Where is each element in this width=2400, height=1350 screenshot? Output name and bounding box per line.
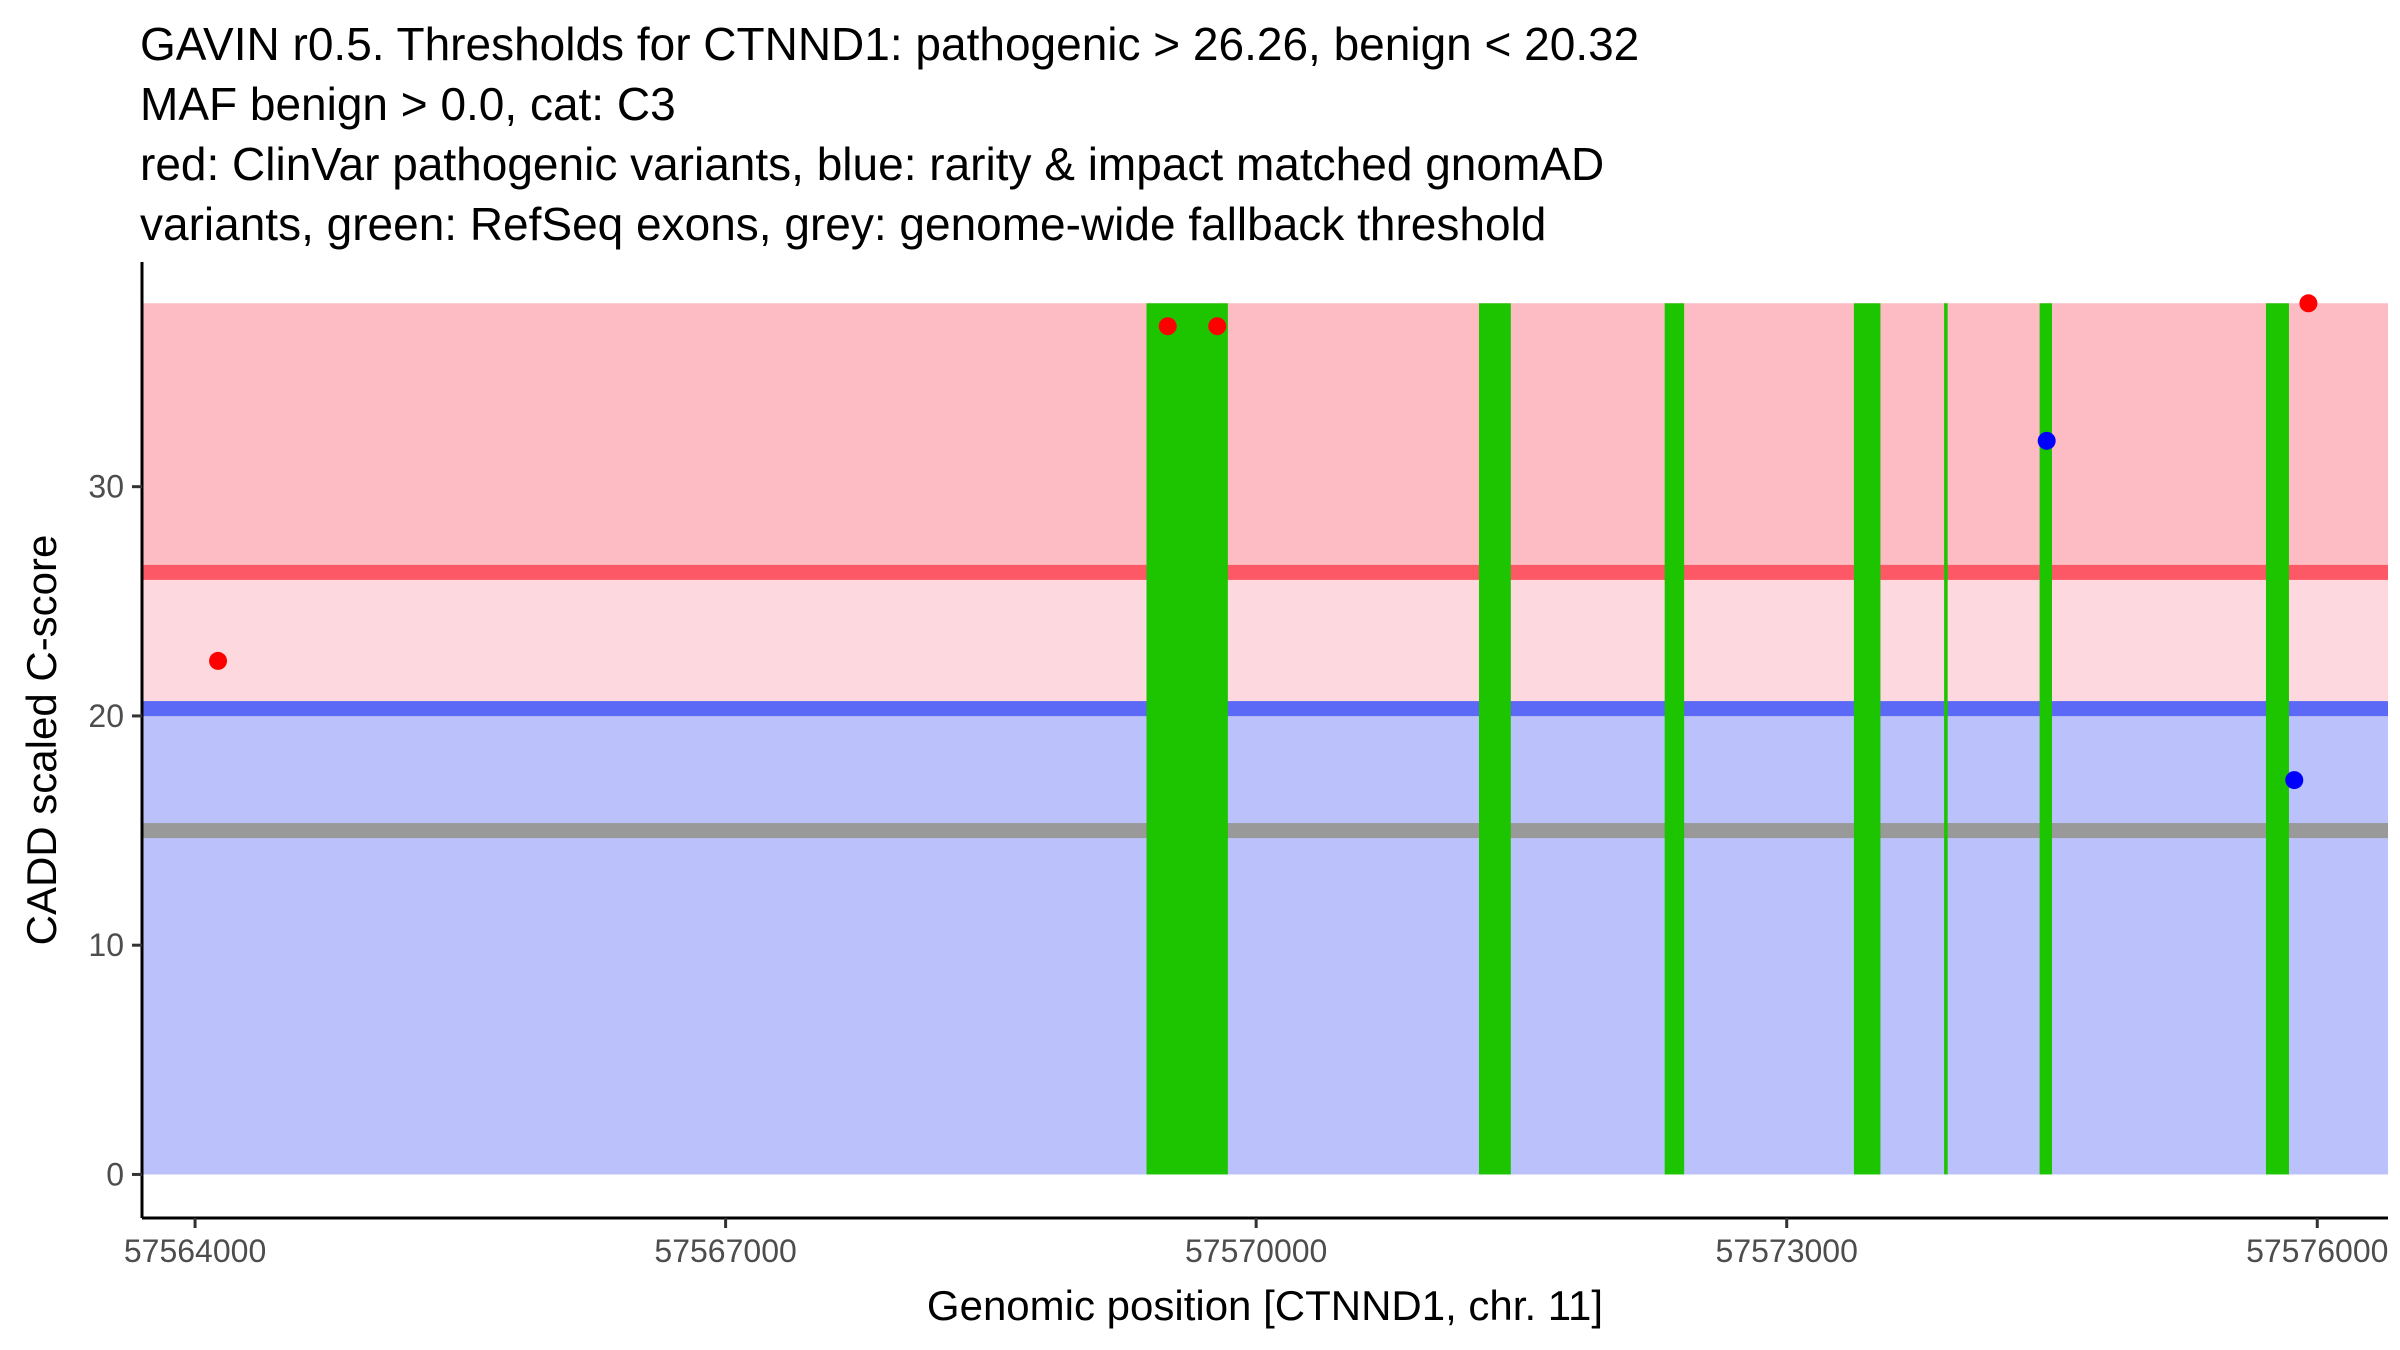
clinvar-point-2 — [1158, 317, 1177, 336]
clinvar-point-4 — [2299, 294, 2318, 313]
chart-title: GAVIN r0.5. Thresholds for CTNND1: patho… — [140, 14, 1639, 254]
y-axis-title: CADD scaled C-score — [18, 535, 65, 946]
title-line-4: variants, green: RefSeq exons, grey: gen… — [140, 198, 1547, 250]
threshold-bands — [142, 303, 2388, 1175]
y-axis-ticks: 0 10 20 30 — [88, 469, 142, 1192]
exon-bar-1 — [1146, 303, 1228, 1175]
exon-bar-3 — [1664, 303, 1685, 1175]
fallback-threshold-line — [142, 823, 2388, 839]
exon-bar-7 — [2265, 303, 2289, 1175]
benign-zone — [142, 708, 2388, 1175]
y-tick-label: 0 — [106, 1156, 124, 1192]
exon-bar-4 — [1853, 303, 1881, 1175]
axes: 57564000 57567000 57570000 57573000 57576000… — [88, 262, 2388, 1269]
x-tick-label: 57567000 — [654, 1233, 796, 1269]
pathogenic-threshold-line — [142, 564, 2388, 580]
clinvar-point-1 — [209, 651, 228, 670]
exon-bars — [1146, 303, 2289, 1175]
pathogenic-zone — [142, 303, 2388, 573]
gnomad-point-2 — [2285, 771, 2304, 790]
x-tick-label: 57564000 — [124, 1233, 266, 1269]
clinvar-point-3 — [1208, 317, 1227, 336]
title-line-2: MAF benign > 0.0, cat: C3 — [140, 78, 676, 130]
variant-points — [209, 294, 2318, 790]
x-tick-label: 57576000 — [2246, 1233, 2388, 1269]
x-axis-title: Genomic position [CTNND1, chr. 11] — [927, 1282, 1603, 1329]
exon-bar-2 — [1478, 303, 1511, 1175]
gnomad-point-1 — [2037, 431, 2056, 450]
title-line-1: GAVIN r0.5. Thresholds for CTNND1: patho… — [140, 18, 1640, 70]
exon-bar-5 — [1944, 303, 1948, 1175]
y-tick-label: 20 — [88, 698, 124, 734]
exon-bar-6 — [2039, 303, 2052, 1175]
benign-threshold-line — [142, 701, 2388, 717]
y-tick-label: 30 — [88, 469, 124, 505]
x-axis-ticks: 57564000 57567000 57570000 57573000 57576000 — [124, 1218, 2388, 1269]
y-tick-label: 10 — [88, 927, 124, 963]
title-line-3: red: ClinVar pathogenic variants, blue: … — [140, 138, 1605, 190]
x-tick-label: 57570000 — [1185, 1233, 1327, 1269]
x-tick-label: 57573000 — [1716, 1233, 1858, 1269]
